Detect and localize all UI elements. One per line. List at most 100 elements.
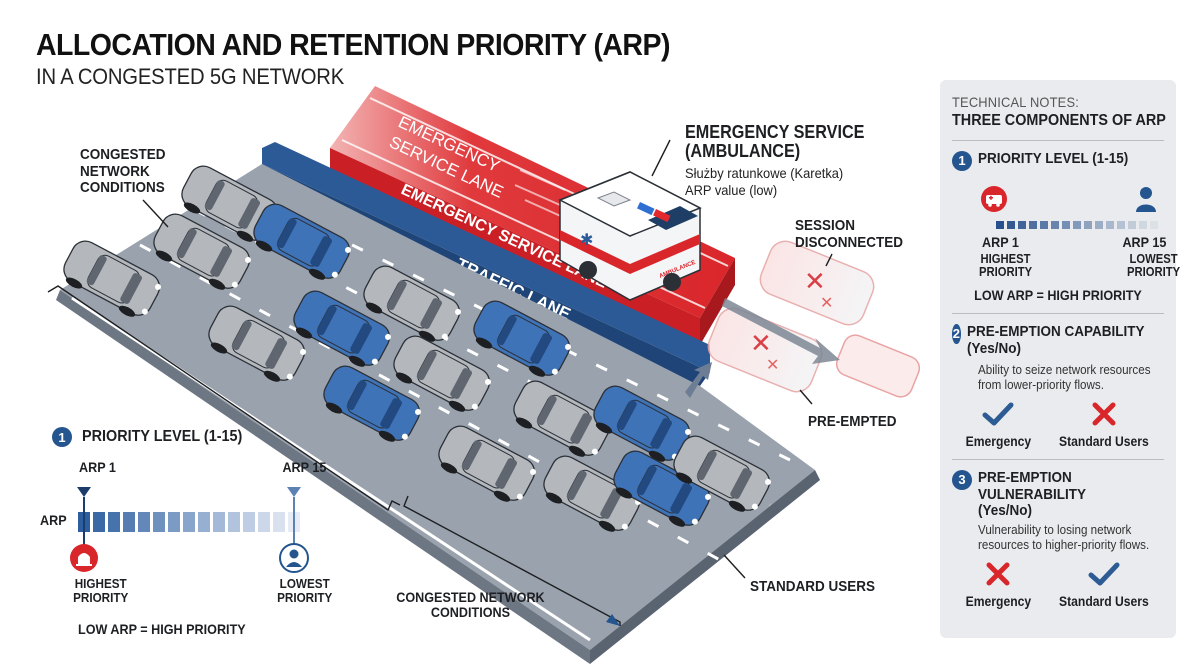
arp-level-2 — [93, 512, 105, 532]
mini-arp-15-label: ARP 15 — [1122, 234, 1167, 250]
vulnerability-matrix: Emergency Standard Users — [952, 561, 1164, 609]
congested-network-label-bottom: CONGESTED NETWORK CONDITIONS — [396, 589, 545, 621]
mini-highest-caption: HIGHEST PRIORITY — [978, 252, 1033, 280]
traffic-lane-wall — [262, 142, 710, 372]
car — [293, 290, 392, 367]
arp-level-6 — [153, 512, 165, 532]
session-disconnected-label: SESSION DISCONNECTED — [795, 217, 904, 251]
section-description: Vulnerability to losing network resource… — [978, 522, 1150, 552]
svg-text:✱: ✱ — [580, 230, 593, 249]
checkmark-icon — [1088, 561, 1120, 592]
section-description: Ability to seize network resources from … — [978, 363, 1151, 392]
arp-scale-bar — [70, 487, 309, 573]
preempt-arrow-icon — [722, 298, 840, 364]
mini-arp-level-13 — [1128, 221, 1136, 229]
mini-arp-level-1 — [996, 221, 1004, 229]
car — [253, 203, 352, 280]
page-title: ALLOCATION AND RETENTION PRIORITY (ARP) — [36, 27, 670, 62]
svg-text:✕: ✕ — [750, 329, 772, 359]
user-icon — [1136, 187, 1156, 212]
step-badge: 1 — [952, 151, 972, 171]
arp-15-marker — [287, 487, 301, 497]
step-badge: 3 — [952, 470, 972, 490]
displaced-car — [835, 334, 921, 398]
svg-text:✕: ✕ — [804, 267, 826, 297]
mini-arp-level-5 — [1040, 221, 1048, 229]
section-title: PRIORITY LEVEL (1-15) — [978, 150, 1129, 167]
ambulance-leader-line — [651, 139, 671, 177]
traffic-scene: TRAFFIC LANE EMERGENCY SERVICE LANE EMER… — [47, 86, 921, 664]
mini-arp-level-15 — [1150, 221, 1158, 229]
arp-level-14 — [273, 512, 285, 532]
mini-arp-bar — [996, 221, 1158, 229]
arp-level-3 — [108, 512, 120, 532]
cross-icon — [1091, 401, 1117, 432]
car — [208, 305, 307, 382]
arp-axis-label: ARP — [40, 512, 67, 528]
mini-priority-scale: ARP 1 ARP 15 HIGHEST PRIORITY LOWEST PRI… — [952, 179, 1180, 279]
priority-scale-heading: 1 PRIORITY LEVEL (1-15) — [52, 427, 260, 447]
car — [593, 385, 692, 462]
mini-arp-level-12 — [1117, 221, 1125, 229]
divider — [952, 313, 1164, 314]
car — [473, 300, 572, 377]
car — [181, 165, 280, 242]
pre-empted-car: ✕ ✕ — [707, 307, 823, 393]
mini-arp-level-7 — [1062, 221, 1070, 229]
car — [673, 435, 772, 512]
car — [393, 335, 492, 412]
emergency-callout-title: EMERGENCY SERVICE (AMBULANCE) — [685, 122, 865, 161]
step-badge: 1 — [52, 427, 72, 447]
emergency-lane-wall — [330, 148, 700, 345]
standard-users-leader-line — [723, 554, 746, 579]
priority-rule: LOW ARP = HIGH PRIORITY — [78, 621, 246, 637]
mini-arp-level-11 — [1106, 221, 1114, 229]
vulnerability-emergency: Emergency — [962, 561, 1035, 609]
arp-level-8 — [183, 512, 195, 532]
arp-1-marker — [77, 487, 91, 497]
divider — [952, 140, 1164, 141]
divider — [952, 459, 1164, 460]
section-pre-emption-capability: 2 PRE-EMPTION CAPABILITY (Yes/No) Abilit… — [952, 323, 1164, 449]
page-subtitle: IN A CONGESTED 5G NETWORK — [36, 64, 345, 89]
mini-arp-1-label: ARP 1 — [982, 234, 1019, 250]
capability-emergency: Emergency — [962, 401, 1035, 449]
arp-level-7 — [168, 512, 180, 532]
siren-icon — [70, 544, 98, 572]
svg-text:✕: ✕ — [766, 355, 779, 374]
mini-arp-level-9 — [1084, 221, 1092, 229]
congested-bracket — [47, 285, 401, 512]
car — [153, 213, 252, 290]
car — [543, 455, 642, 532]
section-pre-emption-vulnerability: 3 PRE-EMPTION VULNERABILITY (Yes/No) Vul… — [952, 469, 1164, 609]
merge-arrow-icon — [685, 362, 712, 398]
session-leader-line — [825, 253, 833, 267]
car — [63, 240, 162, 317]
emergency-callout-details: Służby ratunkowe (Karetka) ARP value (lo… — [685, 164, 844, 198]
panel-kicker: TECHNICAL NOTES: — [952, 94, 1080, 110]
ambulance: ✱ AMBULANCE — [558, 171, 702, 301]
arp-level-9 — [198, 512, 210, 532]
pre-empted-label: PRE-EMPTED — [808, 413, 897, 430]
technical-notes-panel: TECHNICAL NOTES: THREE COMPONENTS OF ARP… — [940, 80, 1180, 638]
section-priority-level: 1 PRIORITY LEVEL (1-15) ARP 1 ARP 15 HIG… — [952, 150, 1180, 303]
emergency-service-callout: EMERGENCY SERVICE (AMBULANCE) Służby rat… — [685, 123, 884, 198]
car — [363, 265, 462, 342]
mini-arp-level-2 — [1007, 221, 1015, 229]
svg-text:✕: ✕ — [820, 293, 833, 312]
vulnerability-standard-users: Standard Users — [1054, 561, 1154, 609]
capability-matrix: Emergency Standard Users — [952, 401, 1164, 449]
cross-icon — [985, 561, 1011, 592]
standard-users-label: STANDARD USERS — [750, 578, 876, 595]
car — [513, 380, 612, 457]
ambulance-icon — [981, 186, 1007, 212]
arp-level-4 — [123, 512, 135, 532]
mini-arp-level-14 — [1139, 221, 1147, 229]
mini-priority-rule: LOW ARP = HIGH PRIORITY — [974, 287, 1142, 303]
mini-arp-level-3 — [1018, 221, 1026, 229]
arp-level-12 — [243, 512, 255, 532]
arp-level-10 — [213, 512, 225, 532]
panel-title: THREE COMPONENTS OF ARP — [952, 112, 1166, 129]
congested-network-label-top: CONGESTED NETWORK CONDITIONS — [80, 146, 166, 196]
arp-15-label: ARP 15 — [282, 459, 327, 475]
